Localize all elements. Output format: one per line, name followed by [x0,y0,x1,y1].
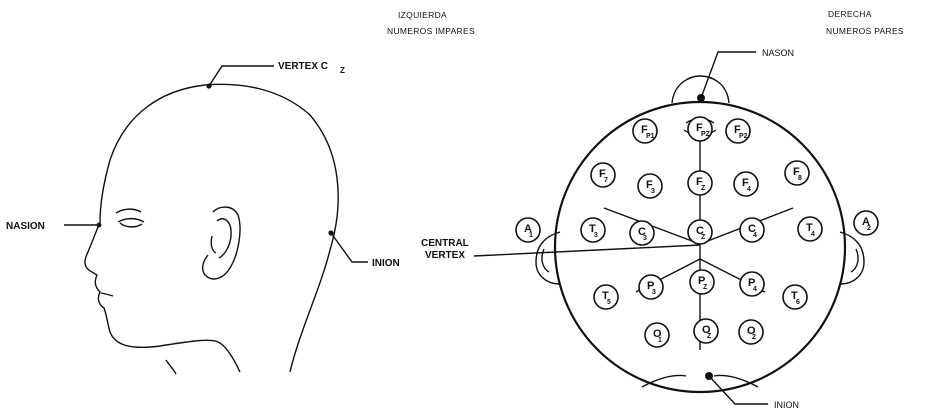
electrode-t4: T4 [798,217,822,241]
electrode-cz: CZ [688,220,712,244]
electrode-p3: P3 [639,275,663,299]
vertex-leader-line [209,66,274,86]
right-side-caption-line1: DERECHA [828,9,872,19]
electrode-subscript: 4 [753,286,757,293]
central-vertex-label-line1: CENTRAL [421,238,469,249]
head-profile [85,84,338,374]
nason-leader-line [701,52,756,98]
electrode-subscript: 3 [652,289,656,296]
inion-label-left: INION [372,258,400,269]
electrode-fz: FZ [688,171,712,195]
electrode-subscript: 6 [796,299,800,306]
electrode-o1: O1 [645,323,669,347]
electrode-fpz: FPZ [688,117,712,141]
right-side-caption: DERECHA NUMEROS PARES [826,9,904,36]
electrode-subscript: Z [707,333,712,340]
electrode-subscript: 3 [651,188,655,195]
central-vertex-leader-line [474,245,700,256]
nasion-marker [97,223,102,228]
nason-label-group: NASON [697,48,794,102]
electrode-p4: P4 [740,272,764,296]
electrode-f8: F8 [785,161,809,185]
left-side-caption-line1: IZQUIERDA [398,10,447,20]
nason-label: NASON [762,48,794,58]
electrode-subscript: 4 [811,231,815,238]
inion-label-group-left: INION [328,230,399,269]
electrode-t5: T5 [594,285,618,309]
electrode-subscript: 1 [529,232,533,239]
nasion-label: NASION [6,221,45,232]
electrode-c3: C3 [630,221,654,245]
electrode-f4: F4 [734,172,758,196]
left-side-caption-line2: NUMEROS IMPARES [387,26,475,36]
electrode-c4: C4 [740,218,764,242]
electrode-subscript: 3 [594,232,598,239]
electrode-subscript: 8 [798,175,802,182]
electrode-subscript: 3 [643,235,647,242]
electrode-subscript: 5 [607,299,611,306]
electrode-fp1: FP1 [633,119,657,143]
electrode-f7: F7 [591,163,615,187]
electrode-subscript: Z [701,185,706,192]
left-side-caption: IZQUIERDA NUMEROS IMPARES [387,10,475,36]
right-side-caption-line2: NUMEROS PARES [826,26,904,36]
electrode-oz: OZ [694,319,718,343]
vertex-label: VERTEX C [278,61,328,72]
electrode-a2: A2 [854,211,878,235]
electrode-o2: O2 [739,320,763,344]
central-vertex-label-group: CENTRAL VERTEX [421,238,700,261]
electrode-subscript: P2 [739,133,748,140]
electrode-subscript: PZ [701,131,711,138]
electrode-pz: PZ [690,270,714,294]
electrode-f3: F3 [638,174,662,198]
electrode-subscript: P1 [646,133,655,140]
electrode-subscript: 2 [752,334,756,341]
inion-leader-line-left [331,233,368,262]
electrode-subscript: Z [701,234,706,241]
electrode-subscript: Z [703,284,708,291]
nasion-label-group: NASION [6,221,101,232]
central-vertex-label-line2: VERTEX [425,250,465,261]
electrode-subscript: 1 [658,337,662,344]
vertex-label-subscript: Z [340,66,345,75]
electrode-a1: A1 [516,218,540,242]
electrode-subscript: 4 [753,232,757,239]
electrode-subscript: 4 [747,186,751,193]
electrode-fp2: FP2 [726,119,750,143]
electrode-t3: T3 [581,218,605,242]
electrode-subscript: 7 [604,177,608,184]
electrode-subscript: 2 [867,225,871,232]
inion-label-right: INION [774,400,799,410]
electrode-t6: T6 [783,285,807,309]
